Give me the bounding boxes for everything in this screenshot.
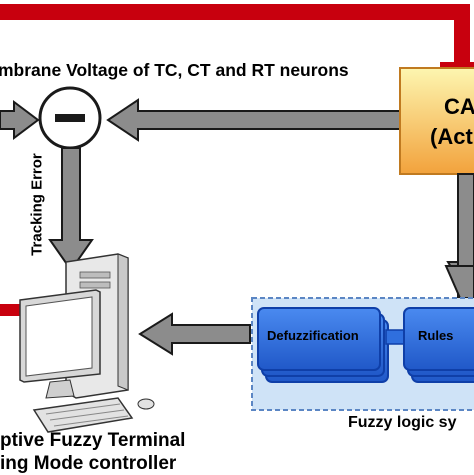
controller-label-line1: ptive Fuzzy Terminal [0, 430, 186, 451]
fuzzy-output-arrow [138, 312, 251, 356]
tracking-error-arrow [48, 147, 94, 272]
feedback-arrow [106, 98, 401, 142]
rules-label: Rules [418, 328, 454, 343]
cad-down-arrow-head [444, 265, 474, 299]
controller-label-line2: ing Mode controller [0, 453, 177, 474]
desktop-computer-icon [19, 253, 155, 433]
red-top-line [0, 4, 470, 74]
membrane-voltage-label: mbrane Voltage of TC, CT and RT neurons [0, 60, 349, 80]
fuzzy-logic-label: Fuzzy logic sy [348, 414, 457, 431]
cad-box-subtitle: (Act [430, 124, 473, 149]
defuzzification-label: Defuzzification [267, 328, 359, 343]
rules-block [403, 307, 474, 371]
cad-box-title: CA [444, 94, 474, 119]
cad-box [399, 67, 474, 175]
left-input-arrow [0, 100, 40, 140]
minus-sign [55, 114, 85, 122]
defuzz-block [257, 307, 381, 371]
tracking-error-label: Tracking Error [28, 153, 46, 256]
